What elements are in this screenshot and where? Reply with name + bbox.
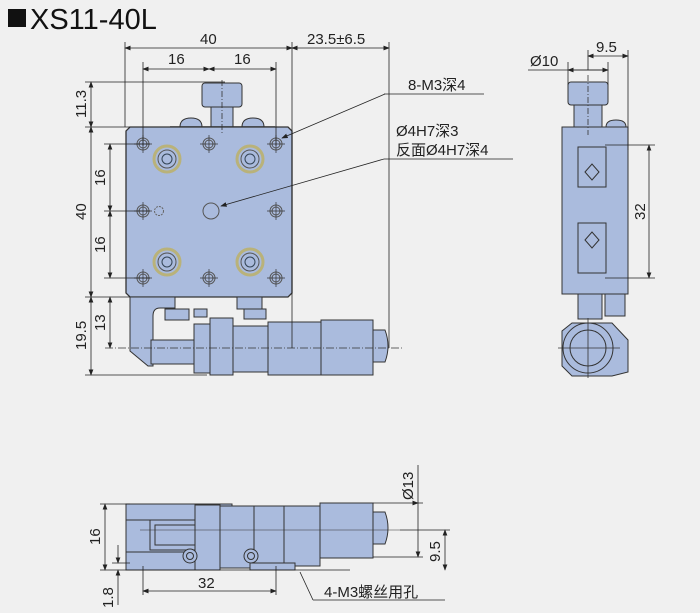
- dim-micrometer-diameter: Ø13: [400, 472, 417, 500]
- note-threaded-holes: 8-M3深4: [408, 77, 466, 94]
- dim-hole-spacing-left: 16: [168, 51, 185, 68]
- dim-front-hole-spacing: 32: [198, 575, 215, 592]
- dim-knob-offset: 11.3: [73, 90, 90, 118]
- note-pin-hole-1: Ø4H7深3: [396, 123, 459, 140]
- dim-travel: 23.5±6.5: [307, 31, 365, 48]
- note-mounting-holes: 4-M3螺丝用孔: [324, 584, 418, 601]
- title-bullet-icon: [8, 9, 26, 27]
- dim-rail-spacing: 32: [632, 203, 649, 220]
- front-view: [125, 502, 400, 571]
- model-title-text: XS11-40L: [30, 4, 157, 36]
- dim-knob-diameter: Ø10: [530, 53, 558, 70]
- dim-hole-spacing-right: 16: [234, 51, 251, 68]
- dim-knob-offset-side: 9.5: [596, 39, 617, 56]
- dim-width-40: 40: [200, 31, 217, 48]
- dim-front-height: 16: [87, 528, 104, 545]
- model-title: XS11-40L: [8, 4, 157, 37]
- dim-hole-v-upper: 16: [92, 169, 109, 186]
- side-view: [558, 75, 629, 378]
- dim-axis-outer: 19.5: [73, 321, 90, 350]
- dim-axis-inner: 13: [92, 314, 109, 331]
- top-view: [105, 80, 404, 376]
- note-pin-hole-2: 反面Ø4H7深4: [396, 142, 489, 159]
- dim-base-step: 1.8: [100, 587, 117, 608]
- dim-axis-height: 9.5: [427, 541, 444, 562]
- dim-hole-v-lower: 16: [92, 236, 109, 253]
- dim-height-40: 40: [73, 203, 90, 220]
